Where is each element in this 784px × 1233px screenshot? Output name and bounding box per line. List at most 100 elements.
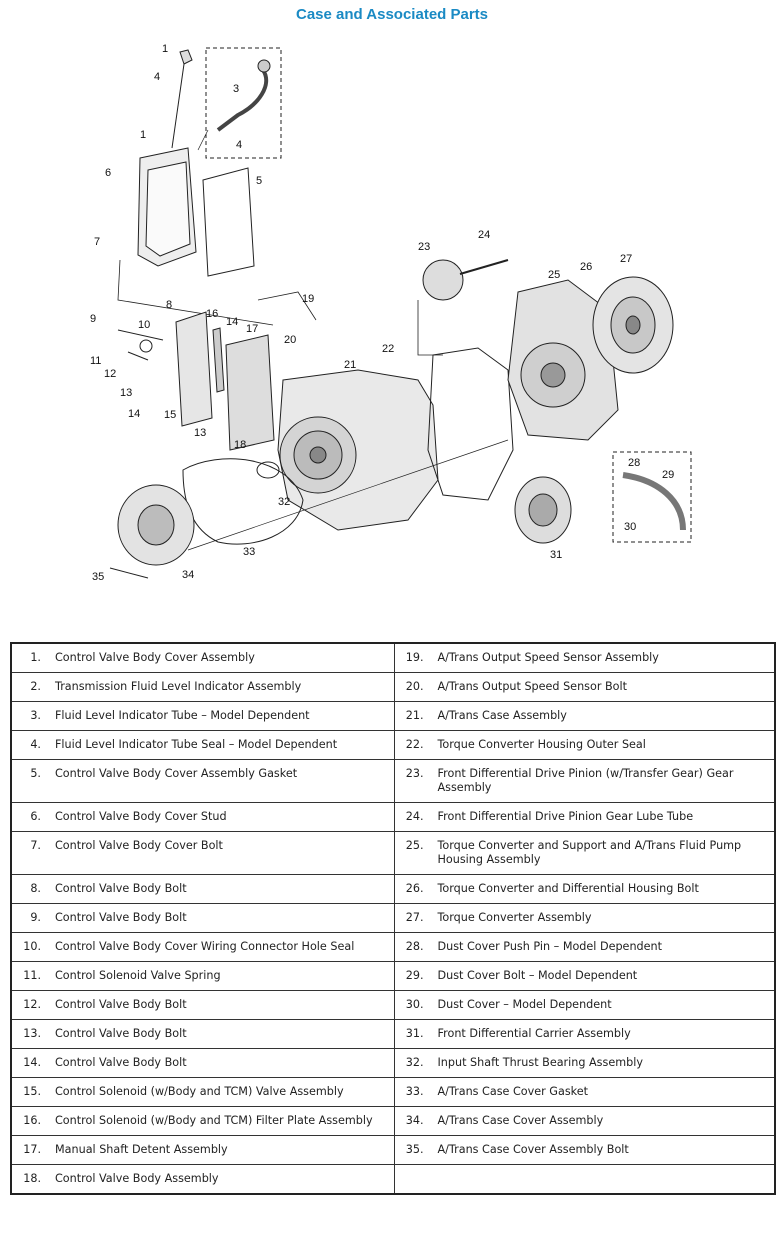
part-number: 15.: [23, 1085, 41, 1098]
part-number: 16.: [23, 1114, 41, 1127]
callout-labels: 1 4 3 4 1 5 6 7 8 9 10 11 12 13 14 15 16…: [90, 43, 674, 583]
part-number: 11.: [23, 969, 41, 982]
parts-table-cell: 29.Dust Cover Bolt – Model Dependent: [393, 961, 776, 991]
callout-label: 13: [194, 427, 206, 439]
part-number: 32.: [405, 1056, 424, 1069]
part-description: Control Valve Body Bolt: [55, 911, 187, 924]
part-number: 28.: [405, 940, 424, 953]
part-description: Control Solenoid Valve Spring: [55, 969, 221, 982]
parts-table-row: 15.Control Solenoid (w/Body and TCM) Val…: [10, 1077, 776, 1107]
part-description: A/Trans Case Assembly: [437, 709, 567, 722]
parts-table-cell: 20.A/Trans Output Speed Sensor Bolt: [393, 672, 776, 702]
callout-label: 25: [548, 269, 560, 281]
parts-table-cell: 7.Control Valve Body Cover Bolt: [10, 831, 395, 875]
parts-table-cell: 15.Control Solenoid (w/Body and TCM) Val…: [10, 1077, 395, 1107]
part-number: 34.: [405, 1114, 424, 1127]
part-number: 23.: [405, 767, 424, 780]
callout-label: 5: [256, 175, 262, 187]
parts-table-row: 10. Control Valve Body Cover Wiring Conne…: [10, 932, 776, 962]
parts-table-cell: 13.Control Valve Body Bolt: [10, 1019, 395, 1049]
part-number: 8.: [30, 882, 41, 895]
part-number: 9.: [30, 911, 41, 924]
parts-table-row: 4.Fluid Level Indicator Tube Seal – Mode…: [10, 730, 776, 760]
part-number: 10.: [23, 940, 41, 953]
parts-table-cell: 17. Manual Shaft Detent Assembly: [10, 1135, 395, 1165]
callout-label: 14: [128, 408, 140, 420]
part-number: 1.: [30, 651, 41, 664]
parts-table-cell: 12.Control Valve Body Bolt: [10, 990, 395, 1020]
parts-table-cell: 31.Front Differential Carrier Assembly: [393, 1019, 776, 1049]
callout-label: 3: [233, 83, 239, 95]
part-description: Control Valve Body Bolt: [55, 1056, 187, 1069]
part-number: 14.: [23, 1056, 41, 1069]
part-number: 20.: [405, 680, 424, 693]
callout-label: 19: [302, 293, 314, 305]
part-number: 24.: [405, 810, 424, 823]
page-title: Case and Associated Parts: [295, 6, 489, 23]
parts-table-cell: 10. Control Valve Body Cover Wiring Conne…: [10, 932, 395, 962]
callout-label: 21: [344, 359, 356, 371]
parts-table-cell: 6.Control Valve Body Cover Stud: [10, 802, 395, 832]
callout-label: 9: [90, 313, 96, 325]
part-number: 3.: [30, 709, 41, 722]
part-number: 31.: [405, 1027, 424, 1040]
callout-label: 4: [154, 71, 160, 83]
part-description: Input Shaft Thrust Bearing Assembly: [437, 1056, 643, 1069]
callout-label: 24: [478, 229, 490, 241]
callout-label: 29: [662, 469, 674, 481]
part-number: 27.: [405, 911, 424, 924]
parts-table-cell: 21.A/Trans Case Assembly: [393, 701, 776, 731]
parts-table-cell: 24.Front Differential Drive Pinion Gear …: [393, 802, 776, 832]
callout-label: 31: [550, 549, 562, 561]
parts-table-cell: 28. Dust Cover Push Pin – Model Dependent: [393, 932, 776, 962]
callout-label: 23: [418, 241, 430, 253]
parts-table-cell: 3. Fluid Level Indicator Tube – Model Dep…: [10, 701, 395, 731]
callout-label: 15: [164, 409, 176, 421]
parts-table-cell: 16. Control Solenoid (w/Body and TCM) Fil…: [10, 1106, 395, 1136]
part-description: Fluid Level Indicator Tube – Model Depen…: [55, 709, 310, 722]
parts-table-cell: 23. Front Differential Drive Pinion (w/Tr…: [393, 759, 776, 803]
parts-table-row: 17. Manual Shaft Detent Assembly 35.A/Tran…: [10, 1135, 776, 1165]
part-number: 17.: [23, 1143, 41, 1156]
part-description: Dust Cover Push Pin – Model Dependent: [437, 940, 663, 953]
part-description: Control Valve Body Cover Wiring Connecto…: [55, 940, 355, 953]
part-description: Torque Converter and Differential Housin…: [437, 882, 699, 895]
parts-table-row: 16. Control Solenoid (w/Body and TCM) Fil…: [10, 1106, 776, 1136]
part-description: Control Valve Body Cover Assembly: [55, 651, 255, 664]
part-description: Front Differential Drive Pinion (w/Trans…: [437, 767, 734, 794]
parts-table-row: 18. Control Valve Body Assembly: [10, 1164, 776, 1195]
parts-table-cell: 11. Control Solenoid Valve Spring: [10, 961, 395, 991]
parts-table-cell: 18. Control Valve Body Assembly: [10, 1164, 395, 1195]
part-description: Control Valve Body Bolt: [55, 882, 187, 895]
parts-table-cell: 22. Torque Converter Housing Outer Seal: [393, 730, 776, 760]
part-number: 18.: [23, 1172, 41, 1185]
callout-label: 26: [580, 261, 592, 273]
part-number: 19.: [405, 651, 424, 664]
parts-table-cell: 8. Control Valve Body Bolt: [10, 874, 395, 904]
part-description: Fluid Level Indicator Tube Seal – Model …: [55, 738, 338, 751]
parts-table-cell: 35.A/Trans Case Cover Assembly Bolt: [393, 1135, 776, 1165]
parts-table-cell: 19.A/Trans Output Speed Sensor Assembly: [393, 642, 776, 673]
exploded-view-diagram: 1 4 3 4 1 5 6 7 8 9 10 11 12 13 14 15 16…: [88, 30, 698, 590]
part-number: 25.: [405, 839, 424, 852]
part-description: Control Valve Body Cover Stud: [55, 810, 227, 823]
parts-table-cell: 1. Control Valve Body Cover Assembly: [10, 642, 395, 673]
callout-label: 1: [140, 129, 146, 141]
part-description: Torque Converter Housing Outer Seal: [437, 738, 646, 751]
parts-table-cell: 30.Dust Cover – Model Dependent: [393, 990, 776, 1020]
parts-table-row: 14. Control Valve Body Bolt 32. Input Shaft…: [10, 1048, 776, 1078]
callout-label: 1: [162, 43, 168, 55]
parts-table-row: 7.Control Valve Body Cover Bolt 25. Torque…: [10, 831, 776, 875]
part-number: 2.: [30, 680, 41, 693]
part-description: Torque Converter and Support and A/Trans…: [437, 839, 742, 866]
part-number: 22.: [405, 738, 424, 751]
parts-table-row: 3. Fluid Level Indicator Tube – Model Dep…: [10, 701, 776, 731]
part-description: Manual Shaft Detent Assembly: [55, 1143, 228, 1156]
callout-label: 10: [138, 319, 150, 331]
part-description: Control Solenoid (w/Body and TCM) Filter…: [55, 1114, 373, 1127]
parts-table-cell: 25. Torque Converter and Support and A/Tr…: [393, 831, 776, 875]
part-description: Dust Cover Bolt – Model Dependent: [437, 969, 638, 982]
part-description: Control Valve Body Assembly: [55, 1172, 219, 1185]
